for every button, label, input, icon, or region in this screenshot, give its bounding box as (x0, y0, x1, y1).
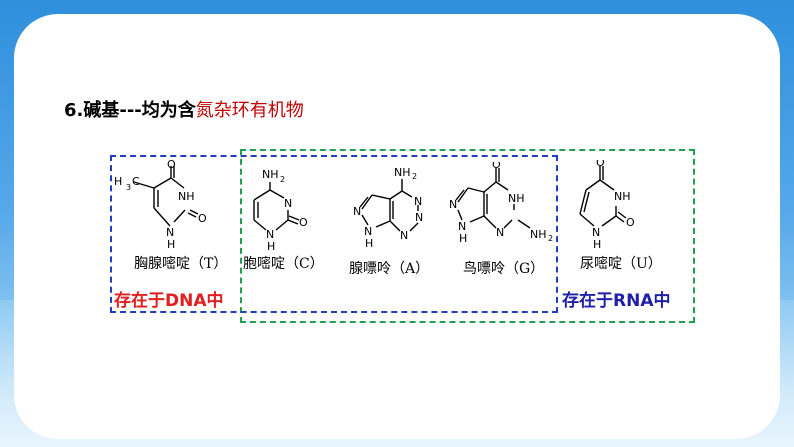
guanine-atom-n3: N (458, 220, 466, 233)
title-highlight: 氮杂环有机物 (195, 100, 304, 121)
slide-title: 6.碱基---均为含氮杂环有机物 (64, 96, 304, 126)
uracil-atom-o-top: O (596, 160, 605, 169)
guanine-atom-nh: NH (508, 192, 525, 205)
thymine-methyl-c: C (132, 175, 140, 188)
thymine-methyl-h: H (114, 175, 122, 188)
uracil-atom-o-right: O (626, 216, 635, 229)
adenine-label: 腺嘌呤（A） (349, 261, 430, 277)
cytosine-label: 胞嘧啶（C） (243, 256, 324, 272)
uracil-structure: O NH O N H (579, 160, 635, 251)
guanine-amine-sub: 2 (548, 234, 553, 243)
cytosine-amine-nh: NH (262, 168, 279, 181)
guanine-label: 鸟嘌呤（G） (463, 261, 545, 277)
uracil-label: 尿嘧啶（U） (580, 256, 662, 272)
cytosine-atom-o: O (299, 216, 308, 229)
thymine-atom-h: H (167, 238, 175, 251)
thymine-atom-o-right: O (198, 212, 207, 225)
uracil-atom-h: H (593, 238, 601, 251)
rna-group-box (240, 149, 695, 323)
guanine-atom-o: O (492, 162, 501, 171)
adenine-atom-n2: N (415, 211, 423, 224)
guanine-amine-nh: NH (530, 228, 547, 241)
uracil-atom-n: N (592, 226, 600, 239)
cytosine-amine-sub: 2 (280, 175, 285, 184)
thymine-atom-n: N (166, 226, 174, 239)
adenine-amine-sub: 2 (412, 172, 417, 181)
guanine-atom-n1: N (496, 226, 504, 239)
cytosine-structure: NH 2 N O N H (253, 168, 308, 253)
content-card (14, 14, 780, 439)
cytosine-atom-h: H (267, 240, 275, 253)
rna-label: 存在于RNA中 (562, 291, 671, 311)
guanine-structure: O NH N NH 2 N N H (449, 162, 553, 245)
adenine-atom-n5: N (364, 225, 372, 238)
cytosine-atom-n2: N (266, 228, 274, 241)
thymine-atom-o-top: O (167, 160, 176, 171)
uracil-atom-nh: NH (614, 190, 631, 203)
title-prefix: 6.碱基---均为含 (64, 100, 196, 121)
cytosine-atom-n: N (284, 197, 292, 210)
guanine-atom-h: H (459, 232, 467, 245)
adenine-atom-h: H (365, 237, 373, 250)
adenine-atom-n3: N (400, 229, 408, 242)
guanine-atom-n2: N (449, 198, 457, 211)
adenine-amine-nh: NH (394, 166, 411, 179)
thymine-atom-nh: NH (178, 190, 195, 203)
dna-group-box (110, 155, 558, 313)
adenine-atom-n4: N (353, 205, 361, 218)
adenine-atom-n1: N (414, 195, 422, 208)
thymine-structure: O NH O N H H 3 C (114, 160, 207, 251)
thymine-methyl-sub: 3 (126, 183, 131, 192)
dna-label: 存在于DNA中 (114, 291, 224, 311)
adenine-structure: NH 2 N N N N N H (353, 166, 423, 250)
thymine-label: 胸腺嘧啶（T） (134, 256, 228, 272)
